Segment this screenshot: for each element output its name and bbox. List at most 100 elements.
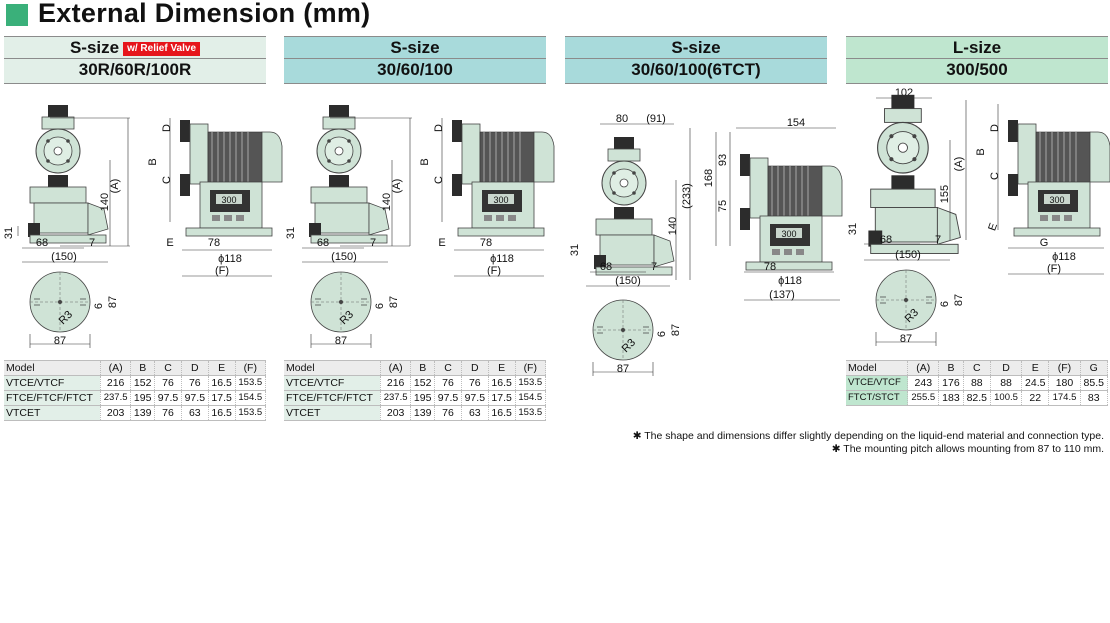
table-header-cell: C [434,360,462,376]
value-cell: 153.5 [235,405,267,421]
header-s-size: S-size 30/60/100 [284,36,546,84]
value-cell: 76 [434,405,462,421]
table-header-cell: D [990,360,1023,376]
value-cell: 203 [380,405,412,421]
dim-31: 31 [285,227,297,239]
drawing-l-size: 102 (A) 155 31 68 7 (150) B D C E G ϕ118… [847,87,1110,346]
header-s-size-6tct: S-size 30/60/100(6TCT) [565,36,827,84]
model-cell: VTCET [4,405,101,421]
header-subtitle: 30/60/100 [377,60,453,79]
value-cell: 195 [410,390,436,406]
dim-137: (137) [769,289,795,301]
value-cell: 76 [434,375,462,391]
value-cell: 176 [938,375,964,391]
value-cell: 22 [1021,390,1050,406]
table-header-cell: B [130,360,156,376]
dim-140: 140 [667,217,679,235]
dim-7: 7 [651,261,657,273]
dim-154: 154 [787,117,805,129]
dim-150: (150) [331,251,357,263]
value-cell: 97.5 [181,390,209,406]
table-header-cell: B [938,360,964,376]
title-marker [6,4,28,26]
table-header-cell: G [1080,360,1108,376]
dim-base-87: 87 [900,333,912,345]
dim-d: D [433,124,445,132]
value-cell: 16.5 [488,375,516,391]
value-cell: 88 [963,375,992,391]
dim-78: 78 [764,261,776,273]
dim-phi118: ϕ118 [218,253,242,265]
value-cell: 16.5 [208,405,236,421]
dim-base-87: 87 [617,363,629,375]
header-subtitle: 30R/60R/100R [78,60,192,79]
value-cell: 216 [380,375,412,391]
dim-80: 80 [616,113,628,125]
value-cell: 16.5 [208,375,236,391]
dim-a: (A) [109,179,121,194]
dim-base-87: 87 [335,335,347,347]
model-cell: FTCT/STCT [846,390,909,406]
dim-g: G [1040,237,1049,249]
page-title: External Dimension (mm) [38,0,371,28]
value-cell: 180 [1048,375,1081,391]
value-cell: 237.5 [100,390,132,406]
dim-phi118: ϕ118 [778,275,802,287]
model-cell: VTCE/VTCF [846,375,909,391]
footnote-mounting: ✱ The mounting pitch allows mounting fro… [831,443,1104,455]
dim-150: (150) [895,249,921,261]
dim-base-6: 6 [93,303,105,309]
dim-233: (233) [681,183,693,209]
table-header-cell: C [963,360,992,376]
value-cell: 76 [181,375,209,391]
value-cell: 139 [130,405,156,421]
value-cell: 216 [100,375,132,391]
dim-68: 68 [600,261,612,273]
dim-f: (F) [487,265,501,277]
value-cell: 139 [410,405,436,421]
dim-a: (A) [953,157,965,172]
drawing-s-size: (A) 140 31 68 7 (150) B D C E 78 ϕ118 (F… [285,104,555,348]
value-cell: 153.5 [515,405,547,421]
dim-phi118: ϕ118 [1052,251,1076,263]
dim-d: D [989,124,1001,132]
model-cell: VTCET [284,405,381,421]
dim-75: 75 [717,200,729,212]
dim-f: (F) [215,265,229,277]
dim-base-6: 6 [939,301,951,307]
dim-a: (A) [391,179,403,194]
dim-f: (F) [1047,263,1061,275]
value-cell: 237.5 [380,390,412,406]
dim-7: 7 [89,237,95,249]
dim-base-87: 87 [54,335,66,347]
table-header-cell: (F) [515,360,547,376]
model-cell: FTCE/FTCF/FTCT [284,390,381,406]
value-cell: 183 [938,390,964,406]
value-cell: 97.5 [461,390,489,406]
value-cell: 17.5 [208,390,236,406]
value-cell: 153.5 [235,375,267,391]
dim-base-6: 6 [374,303,386,309]
dim-68: 68 [36,237,48,249]
header-subtitle: 300/500 [946,60,1008,79]
value-cell: 63 [461,405,489,421]
dim-91: (91) [646,113,666,125]
value-cell: 154.5 [515,390,547,406]
dim-140: 140 [99,193,111,211]
dim-b: B [975,148,987,155]
value-cell: 152 [410,375,436,391]
value-cell: 100.5 [990,390,1023,406]
value-cell: 82.5 [963,390,992,406]
dim-31: 31 [847,223,859,235]
